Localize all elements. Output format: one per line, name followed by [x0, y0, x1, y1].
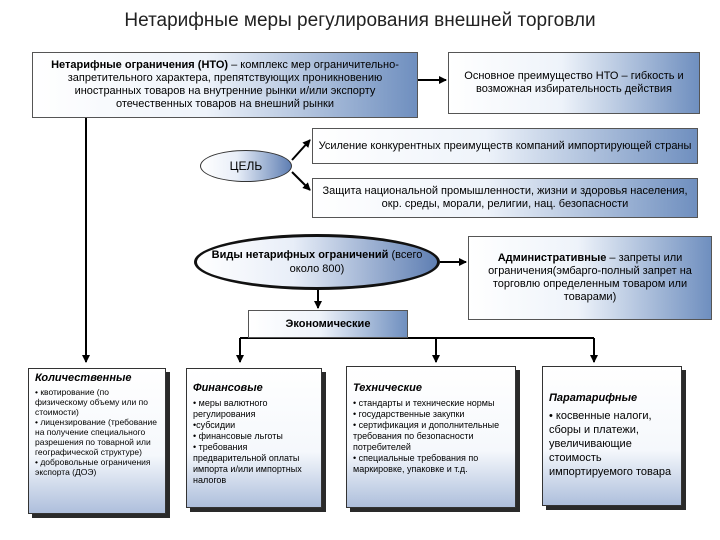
goal-oval: ЦЕЛЬ [200, 150, 292, 182]
nto-definition-text: – комплекс мер ограничительно-запретител… [67, 59, 399, 110]
list-item: • требования предварительной оплаты импо… [193, 442, 302, 485]
goal-protection-text: Защита национальной промышленности, жизн… [322, 185, 688, 210]
goal-protection-box: Защита национальной промышленности, жизн… [312, 178, 698, 218]
goal-label: ЦЕЛЬ [229, 159, 263, 173]
paratariff-title: Паратарифные [549, 392, 638, 404]
quantitative-title: Количественные [35, 372, 132, 384]
list-item: • косвенные налоги, сборы и платежи, уве… [549, 410, 672, 478]
administrative-box: Административные – запреты или ограничен… [468, 236, 712, 320]
economic-label: Экономические [285, 317, 371, 330]
list-item: • специальные требования по маркировке, … [353, 453, 479, 474]
goal-to-lower-arrow [291, 171, 311, 191]
list-item: • добровольные ограничения экспорта (ДОЭ… [35, 457, 151, 477]
list-item: • государственные закупки [353, 409, 465, 419]
quantitative-card: Количественные • квотирование (по физиче… [28, 368, 166, 514]
goal-to-upper-arrow [291, 139, 311, 161]
list-item: • стандарты и технические нормы [353, 398, 495, 408]
goal-competitiveness-box: Усиление конкурентных преимуществ компан… [312, 128, 698, 164]
advantage-box: Основное преимущество НТО – гибкость и в… [448, 52, 700, 114]
technical-card: Технические • стандарты и технические но… [346, 366, 516, 508]
goal-competitiveness-text: Усиление конкурентных преимуществ компан… [318, 139, 692, 152]
list-item: • сертификация и дополнительные требован… [353, 420, 500, 452]
financial-title: Финансовые [193, 382, 263, 394]
types-count-text: (всего около 800) [289, 249, 423, 275]
nto-definition-box: Нетарифные ограничения (НТО) – комплекс … [32, 52, 418, 118]
types-oval: Виды нетарифных ограничений (всего около… [194, 234, 440, 290]
advantage-text: Основное преимущество НТО – гибкость и в… [464, 70, 684, 95]
list-item: • меры валютного регулирования [193, 398, 268, 419]
list-item: •субсидии [193, 420, 236, 430]
administrative-term: Административные [497, 252, 607, 264]
types-term: Виды нетарифных ограничений [211, 249, 389, 261]
list-item: • лицензирование (требование на получени… [35, 417, 158, 457]
diagram-title: Нетарифные меры регулирования внешней то… [124, 10, 596, 31]
economic-box: Экономические [248, 310, 408, 338]
financial-card: Финансовые • меры валютного регулировани… [186, 368, 322, 508]
list-item: • финансовые льготы [193, 431, 283, 441]
nto-term: Нетарифные ограничения (НТО) [51, 59, 229, 71]
list-item: • квотирование (по физическому объему ил… [35, 387, 148, 417]
technical-title: Технические [353, 382, 422, 394]
administrative-text: – запреты или ограничения(эмбарго-полный… [488, 252, 692, 303]
paratariff-card: Паратарифные • косвенные налоги, сборы и… [542, 366, 682, 506]
